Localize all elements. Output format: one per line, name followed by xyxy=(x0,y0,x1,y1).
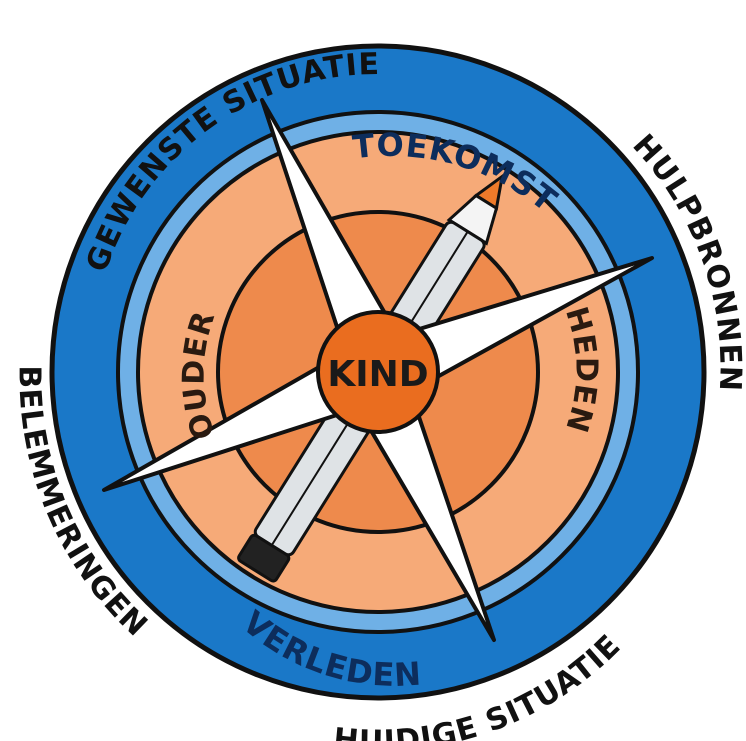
center-label: KIND xyxy=(327,354,428,395)
